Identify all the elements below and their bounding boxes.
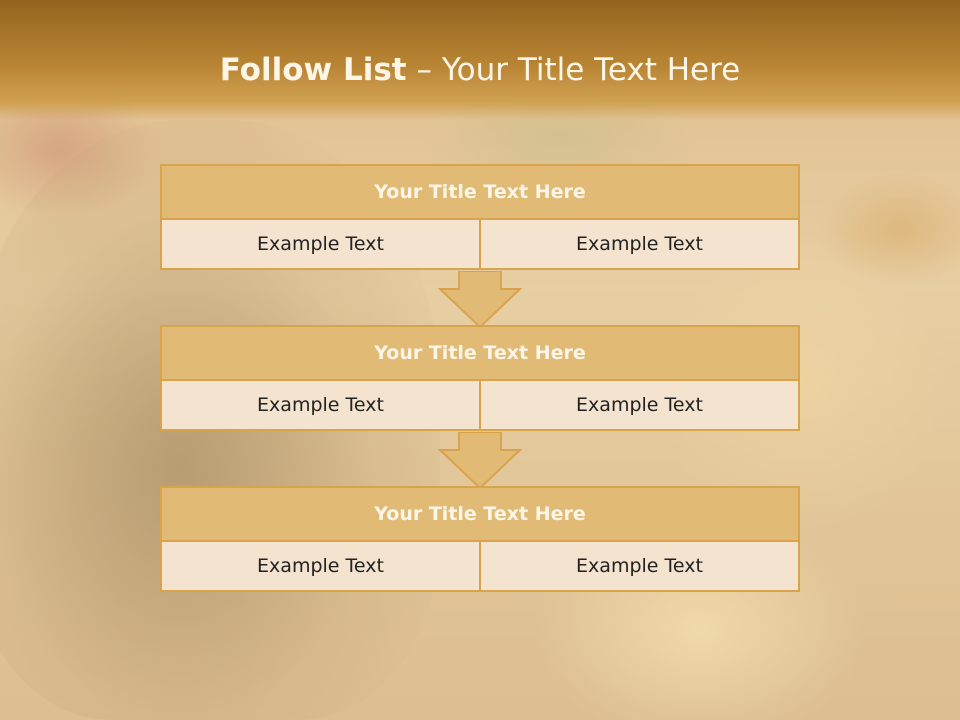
- down-arrow-icon: [438, 271, 522, 329]
- block-cell-right: Example Text: [481, 220, 800, 270]
- block-cell-left: Example Text: [160, 220, 481, 270]
- down-arrow-icon: [438, 432, 522, 490]
- block-cell-right: Example Text: [481, 542, 800, 592]
- block-title: Your Title Text Here: [160, 164, 800, 220]
- slide-title-bold: Follow List: [219, 52, 407, 88]
- list-block-2: Your Title Text Here Example Text Exampl…: [160, 325, 800, 431]
- block-cell-left: Example Text: [160, 381, 481, 431]
- slide-title-rest: – Your Title Text Here: [416, 52, 741, 88]
- block-row: Example Text Example Text: [160, 220, 800, 270]
- list-block-1: Your Title Text Here Example Text Exampl…: [160, 164, 800, 270]
- block-title: Your Title Text Here: [160, 486, 800, 542]
- block-title: Your Title Text Here: [160, 325, 800, 381]
- block-row: Example Text Example Text: [160, 381, 800, 431]
- list-block-3: Your Title Text Here Example Text Exampl…: [160, 486, 800, 592]
- slide-title: Follow List – Your Title Text Here: [0, 52, 960, 88]
- block-cell-right: Example Text: [481, 381, 800, 431]
- block-row: Example Text Example Text: [160, 542, 800, 592]
- block-cell-left: Example Text: [160, 542, 481, 592]
- title-bar: [0, 0, 960, 120]
